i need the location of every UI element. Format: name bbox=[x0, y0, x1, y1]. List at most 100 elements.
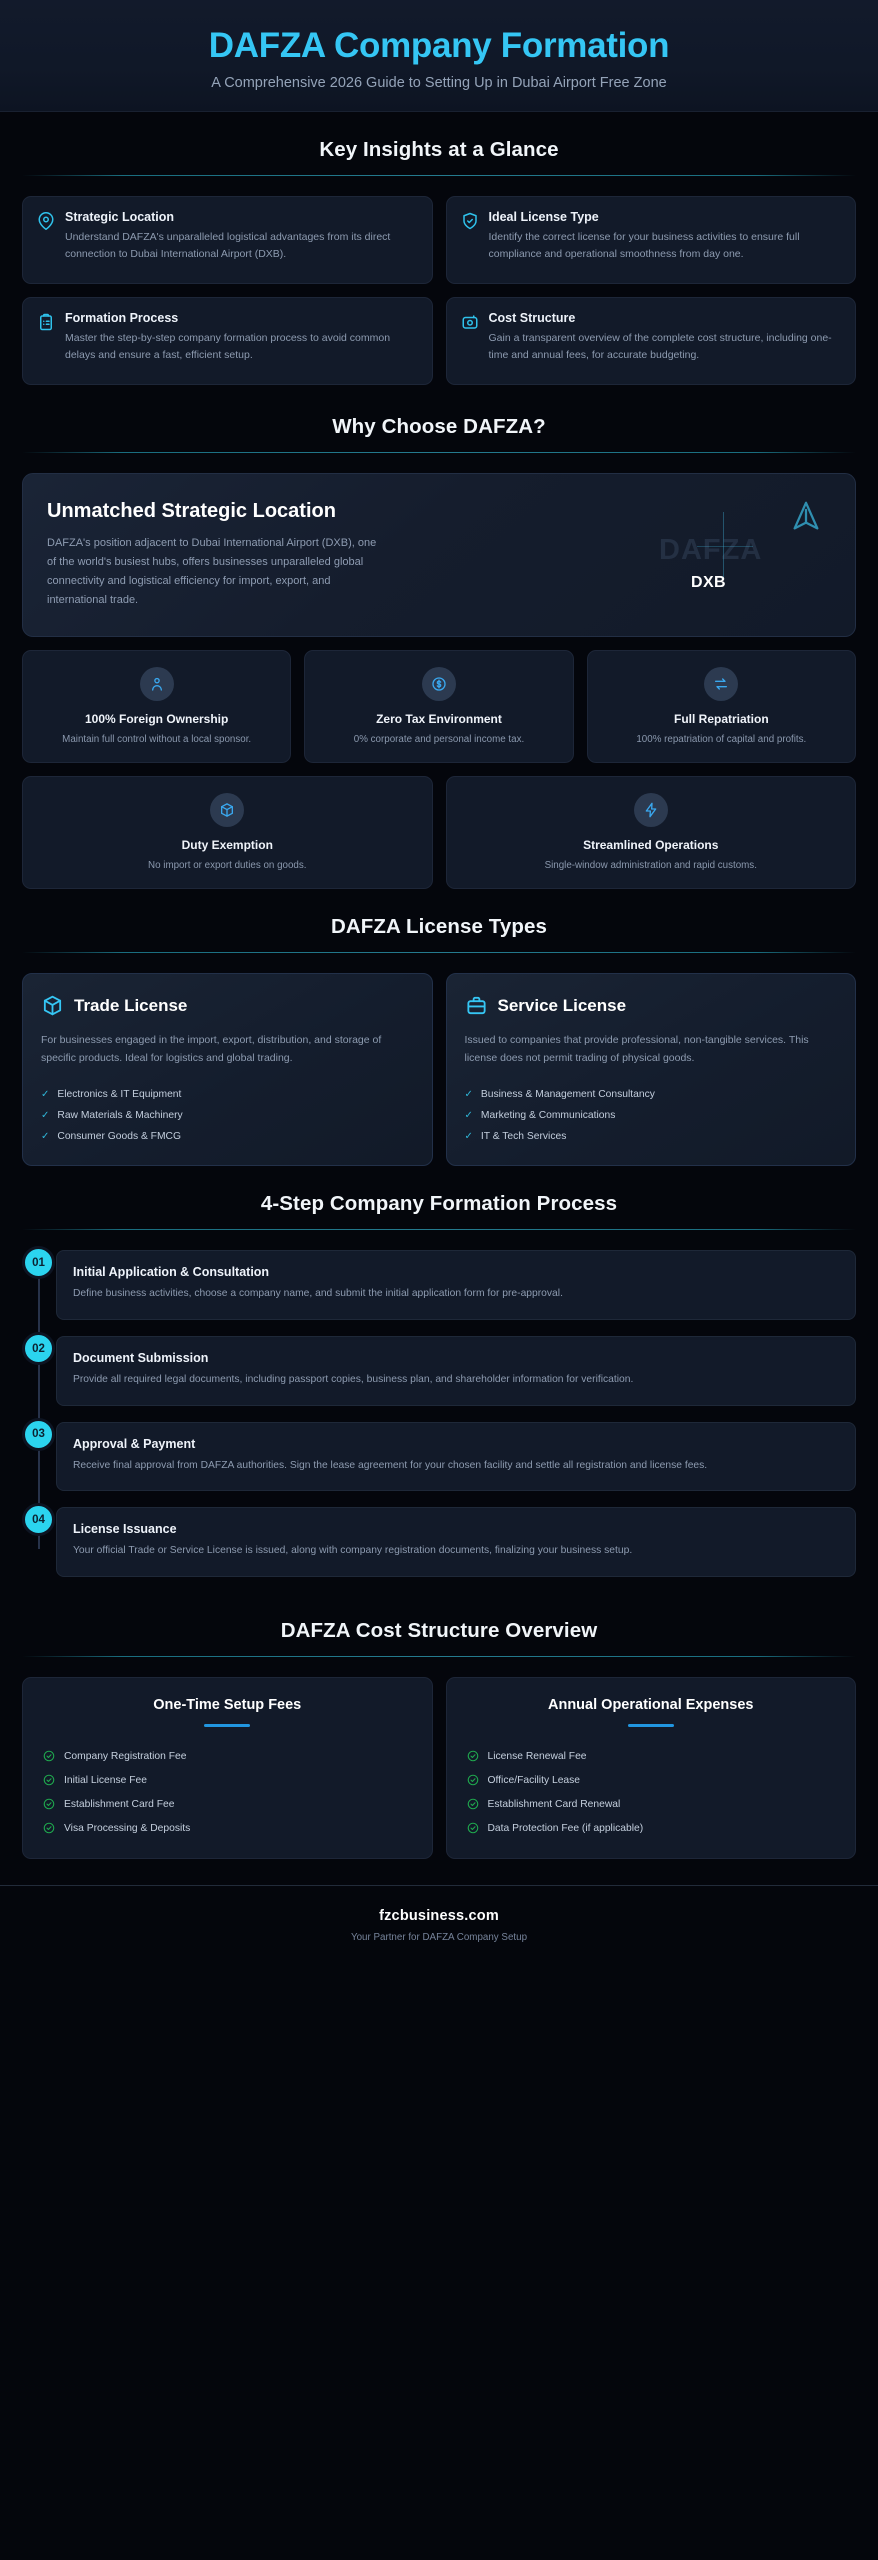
step-title: License Issuance bbox=[73, 1522, 177, 1537]
check-icon: ✓ bbox=[464, 1130, 473, 1142]
license-header: Service License bbox=[465, 994, 838, 1017]
step-card: Initial Application & Consultation Defin… bbox=[56, 1250, 856, 1321]
benefit-title: Zero Tax Environment bbox=[376, 711, 502, 726]
list-item-label: License Renewal Fee bbox=[487, 1750, 587, 1762]
benefit-description: 0% corporate and personal income tax. bbox=[353, 733, 525, 745]
feature-text: Unmatched Strategic Location DAFZA's pos… bbox=[47, 498, 633, 610]
benefit-card-duty-exemption[interactable]: Duty Exemption No import or export dutie… bbox=[22, 776, 433, 890]
check-icon: ✓ bbox=[41, 1109, 50, 1121]
footer-brand[interactable]: fzcbusiness.com bbox=[379, 1908, 499, 1925]
benefit-card-full-repatriation[interactable]: Full Repatriation 100% repatriation of c… bbox=[586, 649, 856, 764]
benefit-card-zero-tax[interactable]: Zero Tax Environment 0% corporate and pe… bbox=[304, 649, 574, 764]
process-step-3[interactable]: 03 Approval & Payment Receive final appr… bbox=[22, 1417, 856, 1492]
key-insights-grid: Strategic Location Understand DAFZA's un… bbox=[22, 196, 856, 389]
step-description: Receive final approval from DAFZA author… bbox=[73, 1459, 708, 1471]
crosshair-horizontal bbox=[697, 546, 753, 548]
benefits-grid-row1: 100% Foreign Ownership Maintain full con… bbox=[22, 649, 856, 764]
dxb-graphic: DAFZA DXB bbox=[651, 498, 831, 606]
insight-title: Cost Structure bbox=[488, 311, 576, 326]
section-divider bbox=[22, 1229, 856, 1231]
check-icon: ✓ bbox=[41, 1130, 50, 1142]
section-divider bbox=[22, 452, 856, 454]
section-divider bbox=[22, 952, 856, 954]
insight-card-strategic-location[interactable]: Strategic Location Understand DAFZA's un… bbox=[22, 196, 433, 285]
step-card: Document Submission Provide all required… bbox=[56, 1336, 856, 1406]
why-choose-heading: Why Choose DAFZA? bbox=[332, 415, 546, 439]
feature-title: Unmatched Strategic Location bbox=[47, 500, 336, 523]
list-item: Company Registration Fee bbox=[39, 1744, 416, 1768]
insight-card-cost-structure[interactable]: Cost Structure Gain a transparent overvi… bbox=[445, 297, 856, 386]
section-divider bbox=[22, 1656, 856, 1658]
feature-description: DAFZA's position adjacent to Dubai Inter… bbox=[47, 537, 377, 606]
list-item: Establishment Card Fee bbox=[39, 1792, 416, 1816]
cost-item-list: License Renewal Fee Office/Facility Leas… bbox=[463, 1744, 840, 1840]
cost-card-title: One-Time Setup Fees bbox=[153, 1697, 302, 1714]
list-item: Data Protection Fee (if applicable) bbox=[463, 1816, 840, 1840]
license-card-service[interactable]: Service License Issued to companies that… bbox=[445, 973, 856, 1167]
license-title: Trade License bbox=[74, 995, 188, 1015]
formation-process-section: 4-Step Company Formation Process 01 Init… bbox=[0, 1166, 878, 1578]
step-description: Your official Trade or Service License i… bbox=[73, 1545, 633, 1557]
key-insights-heading: Key Insights at a Glance bbox=[319, 138, 559, 162]
insight-card-formation-process[interactable]: Formation Process Master the step-by-ste… bbox=[22, 297, 433, 386]
cost-card-annual[interactable]: Annual Operational Expenses License Rene… bbox=[445, 1677, 856, 1860]
license-cards-grid: Trade License For businesses engaged in … bbox=[22, 973, 856, 1167]
list-item-label: Raw Materials & Machinery bbox=[57, 1110, 183, 1122]
why-choose-section: Why Choose DAFZA? Unmatched Strategic Lo… bbox=[0, 389, 878, 890]
cost-heading-wrap: DAFZA Cost Structure Overview bbox=[22, 1593, 856, 1658]
process-step-4[interactable]: 04 License Issuance Your official Trade … bbox=[22, 1503, 856, 1578]
license-description: For businesses engaged in the import, ex… bbox=[41, 1034, 382, 1064]
crosshair-vertical bbox=[723, 512, 724, 581]
process-heading-wrap: 4-Step Company Formation Process bbox=[22, 1166, 856, 1231]
list-item: Establishment Card Renewal bbox=[463, 1792, 840, 1816]
title-underline bbox=[204, 1724, 251, 1728]
list-item-label: Consumer Goods & FMCG bbox=[57, 1131, 181, 1143]
list-item-label: Office/Facility Lease bbox=[487, 1774, 581, 1786]
check-circle-icon bbox=[467, 1822, 479, 1834]
cost-cards-grid: One-Time Setup Fees Company Registration… bbox=[22, 1677, 856, 1860]
benefit-card-foreign-ownership[interactable]: 100% Foreign Ownership Maintain full con… bbox=[22, 649, 292, 764]
step-title: Initial Application & Consultation bbox=[73, 1265, 270, 1280]
hero-header: DAFZA Company Formation A Comprehensive … bbox=[0, 0, 878, 113]
check-circle-icon bbox=[467, 1750, 479, 1762]
timeline-line bbox=[38, 1264, 40, 1550]
strategic-location-feature-card: Unmatched Strategic Location DAFZA's pos… bbox=[22, 473, 856, 637]
cost-tag-icon bbox=[461, 311, 479, 370]
key-insights-heading-wrap: Key Insights at a Glance bbox=[22, 112, 856, 177]
license-types-heading: DAFZA License Types bbox=[330, 915, 548, 939]
insight-body: Formation Process Master the step-by-ste… bbox=[65, 311, 418, 370]
cost-card-one-time[interactable]: One-Time Setup Fees Company Registration… bbox=[22, 1677, 433, 1860]
step-card: Approval & Payment Receive final approva… bbox=[56, 1421, 856, 1492]
license-card-trade[interactable]: Trade License For businesses engaged in … bbox=[22, 973, 433, 1167]
benefit-card-streamlined-operations[interactable]: Streamlined Operations Single-window adm… bbox=[445, 776, 856, 890]
transfer-arrows-icon bbox=[704, 666, 739, 701]
dafza-watermark: DAFZA bbox=[659, 534, 763, 567]
process-step-2[interactable]: 02 Document Submission Provide all requi… bbox=[22, 1332, 856, 1406]
list-item: ✓ Business & Management Consultancy bbox=[465, 1084, 838, 1105]
license-activity-list: ✓ Electronics & IT Equipment ✓ Raw Mater… bbox=[41, 1084, 414, 1147]
check-circle-icon bbox=[43, 1822, 55, 1834]
process-step-1[interactable]: 01 Initial Application & Consultation De… bbox=[22, 1246, 856, 1321]
insight-title: Formation Process bbox=[65, 311, 179, 326]
benefit-title: Full Repatriation bbox=[673, 711, 769, 726]
list-item-label: Establishment Card Renewal bbox=[487, 1798, 621, 1810]
key-insights-section: Key Insights at a Glance Strategic Locat… bbox=[0, 112, 878, 389]
list-item-label: Initial License Fee bbox=[64, 1774, 147, 1786]
insight-description: Gain a transparent overview of the compl… bbox=[488, 332, 832, 361]
list-item-label: Visa Processing & Deposits bbox=[64, 1822, 191, 1834]
list-item-label: IT & Tech Services bbox=[480, 1131, 567, 1143]
insight-title: Ideal License Type bbox=[488, 210, 599, 225]
cube-icon bbox=[41, 994, 64, 1017]
benefit-description: No import or export duties on goods. bbox=[148, 860, 307, 872]
footer-tagline: Your Partner for DAFZA Company Setup bbox=[350, 1932, 528, 1944]
cost-structure-section: DAFZA Cost Structure Overview One-Time S… bbox=[0, 1593, 878, 1860]
insight-card-ideal-license-type[interactable]: Ideal License Type Identify the correct … bbox=[445, 196, 856, 285]
airplane-icon bbox=[789, 500, 823, 534]
page-subtitle: A Comprehensive 2026 Guide to Setting Up… bbox=[211, 75, 667, 92]
insight-description: Master the step-by-step company formatio… bbox=[65, 332, 391, 361]
benefit-title: Streamlined Operations bbox=[583, 838, 719, 853]
list-item: ✓ Consumer Goods & FMCG bbox=[41, 1126, 414, 1147]
page-footer: fzcbusiness.com Your Partner for DAFZA C… bbox=[0, 1885, 878, 1969]
insight-title: Strategic Location bbox=[65, 210, 175, 225]
check-circle-icon bbox=[43, 1750, 55, 1762]
